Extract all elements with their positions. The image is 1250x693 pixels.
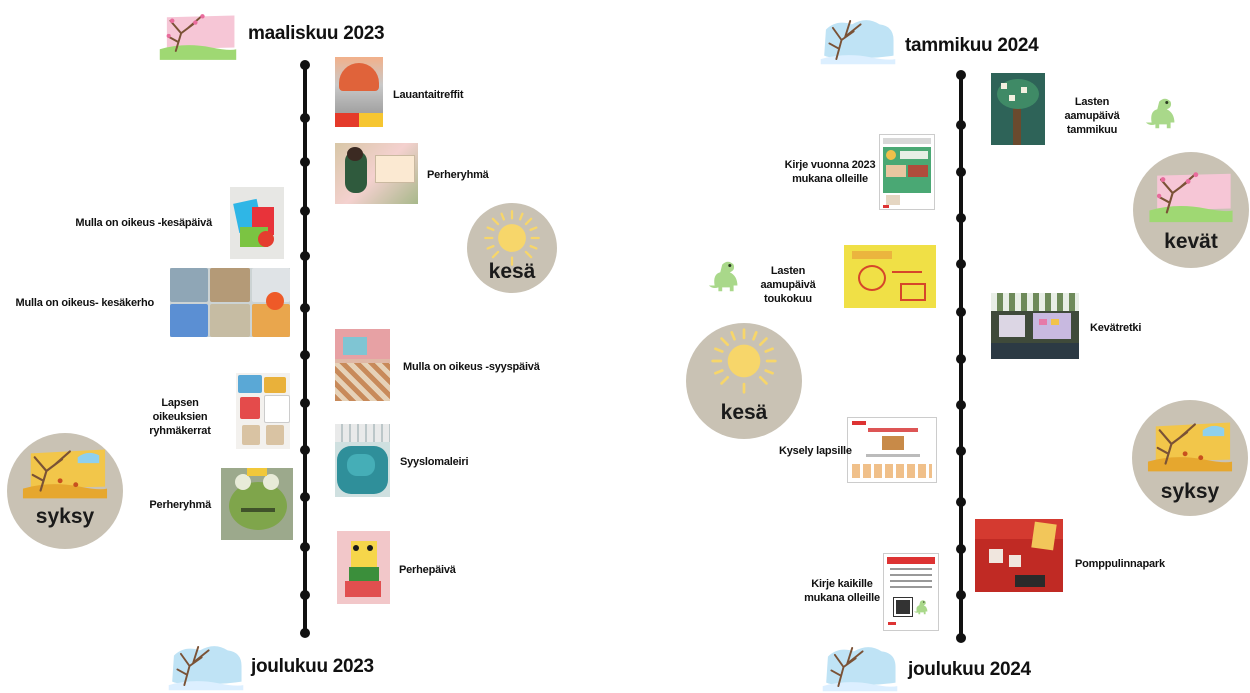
timeline-dot	[300, 350, 310, 360]
event-photo-kirje-kaikille	[883, 553, 939, 631]
autumn-tree-icon	[21, 441, 109, 501]
timeline-dot	[300, 157, 310, 167]
timeline-dot	[956, 213, 966, 223]
season-label: kesä	[720, 401, 768, 424]
spring-tree-icon	[1147, 166, 1235, 224]
timeline-dot	[300, 60, 310, 70]
timeline-dot	[956, 70, 966, 80]
winter-tree-icon	[158, 8, 238, 62]
timeline-dot	[956, 497, 966, 507]
sun-icon	[710, 327, 778, 395]
winter-tree-icon	[818, 14, 898, 66]
timeline-dot	[300, 113, 310, 123]
event-photo-kevatretki	[991, 293, 1079, 359]
event-label: Pomppulinnapark	[1075, 558, 1165, 570]
season-label: syksy	[35, 505, 95, 528]
season-circle-summer: kesä	[686, 323, 802, 439]
season-circle-summer: kesä	[467, 203, 557, 293]
timeline-dot	[956, 354, 966, 364]
season-circle-spring: kevät	[1133, 152, 1249, 268]
month-label-end: joulukuu 2023	[251, 656, 374, 677]
month-label-end: joulukuu 2024	[908, 659, 1031, 680]
event-label: Lauantaitreffit	[393, 89, 464, 101]
month-label-start: tammikuu 2024	[905, 35, 1039, 56]
winter-tree-icon	[166, 640, 246, 692]
event-photo-perheryhma	[335, 143, 418, 204]
timeline-dot	[956, 544, 966, 554]
timeline-dot	[300, 590, 310, 600]
event-label: Perheryhmä	[149, 499, 211, 511]
event-label: Mulla on oikeus -syyspäivä	[403, 361, 540, 373]
timeline-dot	[300, 492, 310, 502]
event-label: Perheryhmä	[427, 169, 489, 181]
event-photo-pomppulinnapark	[975, 519, 1063, 592]
timeline-dot	[956, 307, 966, 317]
event-label: Kevätretki	[1090, 322, 1142, 334]
season-label: kesä	[488, 260, 536, 283]
event-photo-ryhmakerrat	[236, 373, 290, 449]
event-label: Syyslomaleiri	[400, 456, 469, 468]
event-label: Mulla on oikeus- kesäkerho	[15, 297, 155, 309]
event-label: Kysely lapsille	[779, 445, 852, 457]
sun-icon	[483, 209, 541, 267]
event-photo-syyspaiva	[335, 329, 390, 401]
month-label-start: maaliskuu 2023	[248, 23, 385, 44]
event-label: Kirje vuonna 2023 mukana olleille	[784, 159, 876, 185]
timeline-dot	[300, 542, 310, 552]
event-photo-kirje-2023	[879, 134, 935, 210]
event-label: Lasten aamupäivä tammikuu	[1064, 96, 1120, 136]
autumn-tree-icon	[1146, 414, 1234, 474]
dinosaur-icon	[706, 257, 746, 295]
event-photo-syyslomaleiri	[335, 424, 390, 497]
event-label: Mulla on oikeus -kesäpäivä	[75, 217, 212, 229]
timeline-dot	[956, 446, 966, 456]
event-photo-aamupaiva-toukokuu	[844, 245, 936, 308]
event-label: Perhepäivä	[399, 564, 456, 576]
season-label: kevät	[1164, 230, 1218, 253]
timeline-dot	[300, 303, 310, 313]
event-photo-perheryhma-2	[221, 468, 293, 540]
winter-tree-icon	[820, 641, 900, 693]
dinosaur-icon	[912, 598, 932, 616]
event-photo-perhepaiva	[337, 531, 390, 604]
timeline-line	[303, 63, 307, 633]
event-photo-kysely	[847, 417, 937, 483]
event-label: Lapsen oikeuksien ryhmäkerrat	[149, 397, 211, 437]
event-photo-lauantaitreffit	[335, 57, 383, 127]
event-label: Lasten aamupäivä toukokuu	[760, 265, 816, 305]
timeline-dot	[300, 251, 310, 261]
event-photo-aamupaiva-tammikuu	[991, 73, 1045, 145]
timeline-dot	[956, 120, 966, 130]
season-circle-autumn: syksy	[1132, 400, 1248, 516]
timeline-dot	[300, 445, 310, 455]
season-label: syksy	[1160, 480, 1220, 503]
event-label: Kirje kaikille mukana olleille	[804, 578, 880, 604]
timeline-dot	[300, 398, 310, 408]
timeline-dot	[300, 206, 310, 216]
timeline-dot	[956, 633, 966, 643]
event-photo-kesakerho	[170, 268, 290, 337]
event-photo-kesapaiva	[230, 187, 284, 259]
timeline-dot	[956, 167, 966, 177]
dinosaur-icon	[1143, 94, 1183, 132]
timeline-dot	[956, 259, 966, 269]
timeline-dot	[956, 590, 966, 600]
timeline-dot	[300, 628, 310, 638]
timeline-dot	[956, 400, 966, 410]
season-circle-autumn: syksy	[7, 433, 123, 549]
